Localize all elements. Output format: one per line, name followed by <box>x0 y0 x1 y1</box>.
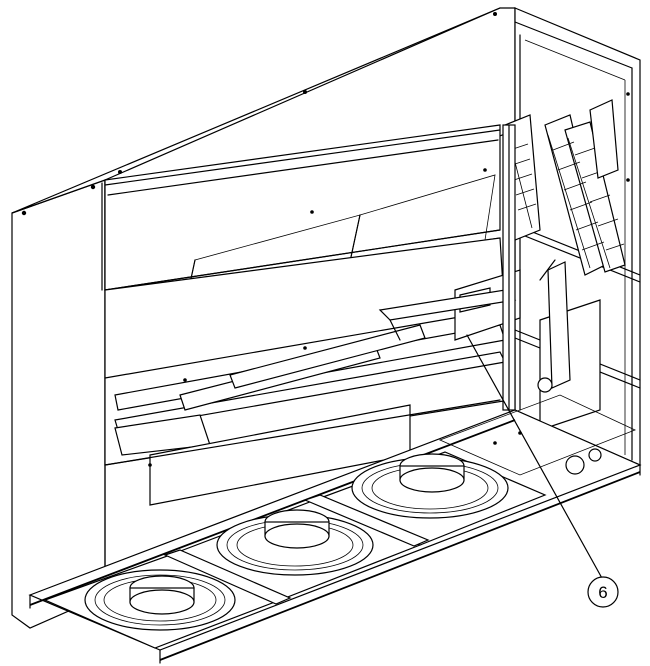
callout-6-label: 6 <box>598 583 607 602</box>
callout-6-leader <box>466 334 604 581</box>
lower-front-panel <box>104 237 511 506</box>
corner-post <box>502 124 516 411</box>
callout-6: 6 <box>466 334 619 608</box>
fan-divider-beams <box>163 494 430 605</box>
callout-6-bubble <box>587 576 619 608</box>
left-end-panel <box>11 179 106 629</box>
coil-fin-hatching <box>509 141 625 251</box>
